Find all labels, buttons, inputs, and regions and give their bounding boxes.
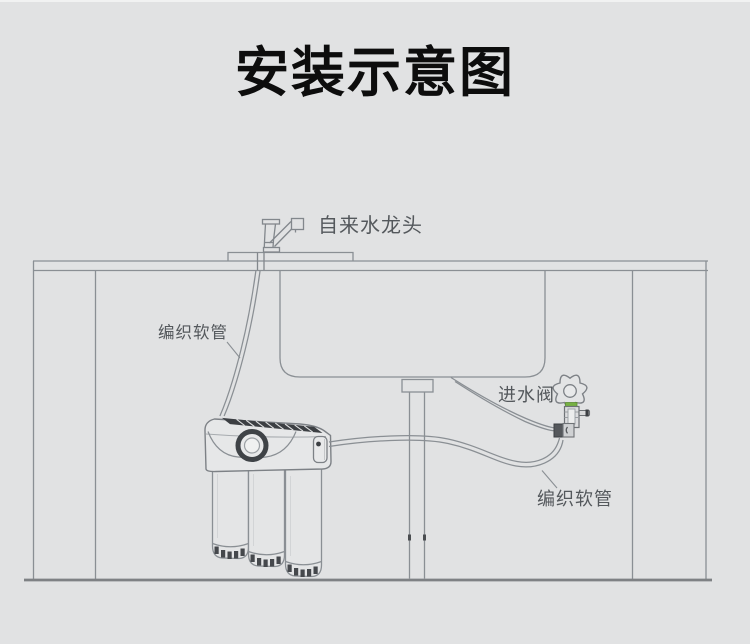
purifier-head (204, 417, 332, 473)
inlet-valve (552, 374, 591, 438)
supply-pipe (450, 376, 554, 432)
water-purifier (204, 417, 332, 578)
braided-hose-left-pointer (226, 341, 241, 359)
braided-hose-faucet-to-purifier (219, 270, 261, 417)
valve-connector-nut (553, 423, 564, 438)
sink-basin (279, 270, 546, 378)
drain-pipe (401, 378, 434, 579)
page-title: 安装示意图 (235, 43, 515, 103)
kitchen-faucet-icon (256, 217, 305, 270)
valve-green-band (565, 402, 578, 407)
top-highlight-strip (0, 0, 750, 2)
faucet-label: 自来水龙头 (318, 214, 423, 237)
braided-hose-right-pointer (541, 470, 558, 489)
sink-rim (227, 251, 354, 261)
cartridge-rib-teeth (214, 546, 318, 577)
drain-pipe-joint-marks (408, 534, 426, 541)
braided-hose-right-label: 编织软管 (537, 489, 613, 509)
braided-hose-purifier-to-valve (328, 435, 564, 468)
annotations: 自来水龙头 编织软管 进水阀 编织软管 (158, 214, 613, 509)
braided-hose-left-label: 编织软管 (158, 323, 228, 342)
inlet-valve-label: 进水阀 (498, 385, 555, 405)
filter-cartridges (211, 465, 323, 578)
cabinet-outline (32, 251, 708, 580)
